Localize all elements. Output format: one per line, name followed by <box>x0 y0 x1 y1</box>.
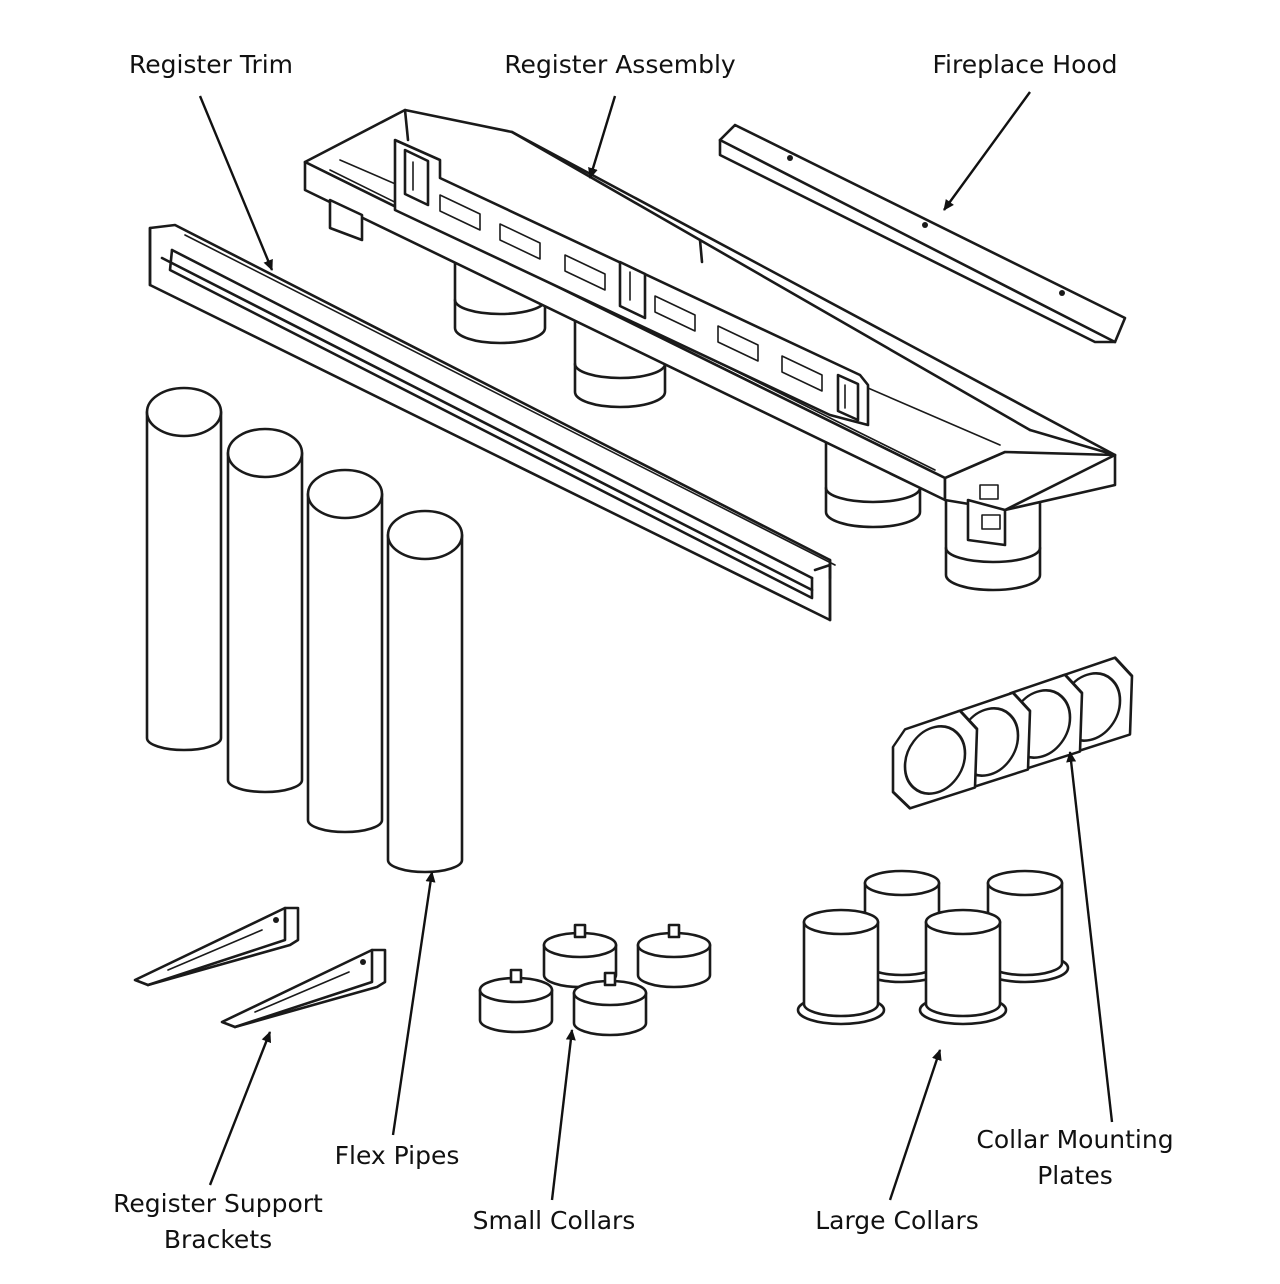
label-register-assembly: Register Assembly <box>504 50 736 79</box>
label-collar-mounting-plates-line2: Plates <box>1037 1161 1113 1190</box>
register-assembly <box>303 108 1117 592</box>
leader-arrows <box>198 91 1114 1201</box>
collar-mounting-plates <box>891 656 1134 810</box>
register-support-brackets <box>133 906 387 1029</box>
label-collar-mounting-plates-line1: Collar Mounting <box>976 1125 1174 1154</box>
fireplace-hood <box>718 123 1127 344</box>
label-flex-pipes: Flex Pipes <box>334 1141 460 1170</box>
label-register-support-brackets-line1: Register Support <box>113 1189 323 1218</box>
label-fireplace-hood: Fireplace Hood <box>932 50 1118 79</box>
large-collars <box>796 869 1070 1026</box>
label-small-collars: Small Collars <box>472 1206 636 1235</box>
label-register-support-brackets-line2: Brackets <box>163 1225 273 1254</box>
register-trim <box>148 223 836 622</box>
flex-pipes <box>145 386 464 874</box>
small-collars <box>478 923 712 1037</box>
label-register-trim: Register Trim <box>128 50 294 79</box>
label-large-collars: Large Collars <box>815 1206 979 1235</box>
